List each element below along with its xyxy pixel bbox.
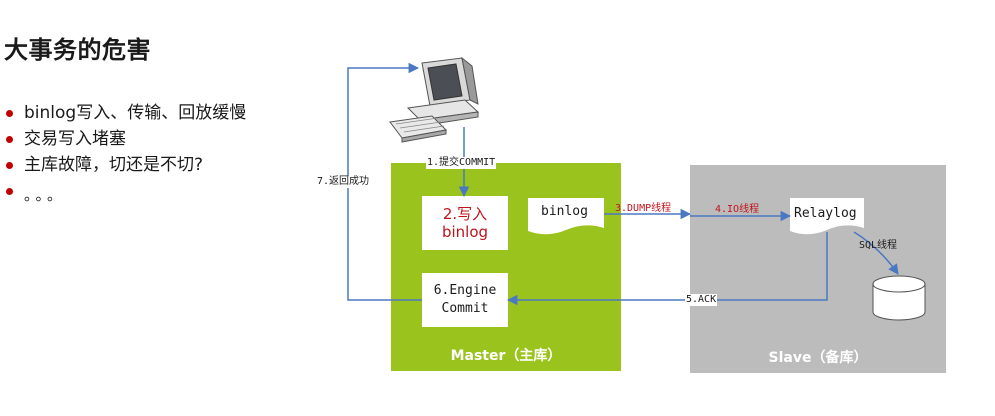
return-step-label: 7.返回成功 [316, 176, 371, 188]
bullet-dot [6, 136, 13, 143]
bullet-text: binlog写入、传输、回放缓慢 [24, 103, 247, 123]
bullet-list: binlog写入、传输、回放缓慢 交易写入堵塞 主库故障，切还是不切? 。。。 [6, 100, 246, 204]
sql-arrow [853, 231, 899, 275]
bullet-dot [6, 162, 13, 169]
slave-label: Slave（备库） [768, 350, 868, 366]
ack-arrow [506, 232, 828, 306]
bullet-item: 主库故障，切还是不切? [6, 152, 246, 178]
relaylog-document [790, 198, 864, 235]
write-binlog-line1: 2.写入 [442, 205, 488, 223]
write-binlog-line2: binlog [441, 223, 489, 241]
write-binlog-box: 2.写入 binlog [422, 196, 508, 250]
bullet-text: 。。。 [24, 186, 67, 204]
ack-step-label: 5.ACK [685, 294, 718, 306]
page-title: 大事务的危害 [4, 36, 151, 64]
bullet-text: 主库故障，切还是不切? [24, 155, 204, 175]
engine-commit-line2: Commit [441, 301, 489, 316]
master-label: Master（主库） [450, 348, 562, 364]
binlog-label: binlog [541, 204, 588, 219]
bullet-dot [6, 110, 13, 117]
io-step-label: 4.IO线程 [715, 204, 760, 215]
sql-step-label: SQL线程 [859, 240, 898, 251]
bullet-item: binlog写入、传输、回放缓慢 [6, 100, 246, 126]
bullet-item: 。。。 [6, 182, 246, 208]
engine-commit-line1: 6.Engine [433, 283, 497, 298]
bullet-item: 交易写入堵塞 [6, 126, 246, 152]
commit-step-label: 1.提交COMMIT [426, 157, 497, 169]
binlog-document [528, 198, 604, 235]
database-icon [872, 275, 926, 321]
bullet-dot [6, 188, 13, 195]
bullet-text: 交易写入堵塞 [24, 129, 126, 149]
relaylog-label: Relaylog [794, 206, 857, 221]
computer-icon [389, 56, 480, 143]
dump-step-label: 3.DUMP线程 [615, 203, 672, 214]
engine-commit-box: 6.Engine Commit [422, 273, 508, 327]
